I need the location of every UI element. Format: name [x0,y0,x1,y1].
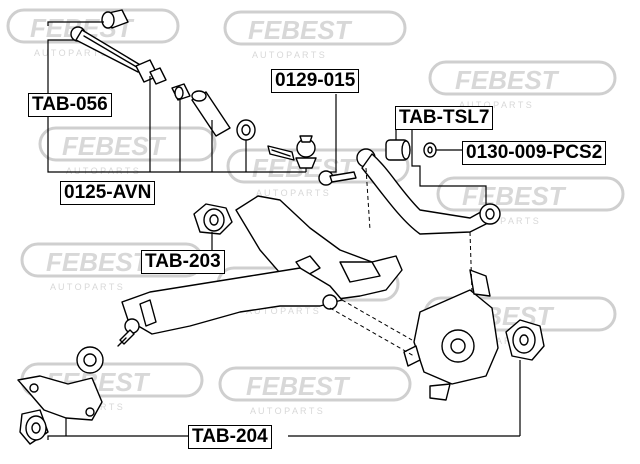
watermark: FEBEST A U T O P A R T S [218,366,412,416]
svg-text:FEBEST: FEBEST [246,371,351,401]
label-tab-203: TAB-203 [141,250,225,274]
bushing-204-right [505,319,545,361]
svg-text:A U T O P A R T S: A U T O P A R T S [466,216,539,226]
label-0130-009-pcs2: 0130-009-PCS2 [462,141,607,165]
svg-text:A U T O P A R T S: A U T O P A R T S [250,406,323,416]
watermark: FEBEST A U T O P A R T S [20,242,204,292]
ball-joint-stud [267,135,317,169]
svg-text:A U T O P A R T S: A U T O P A R T S [66,166,139,176]
sleeve-tube [191,90,231,137]
upper-control-arm [356,148,501,235]
label-tab-056: TAB-056 [28,93,112,117]
svg-text:FEBEST: FEBEST [248,15,353,45]
label-0129-015: 0129-015 [271,69,360,93]
gear-bushing [76,346,104,374]
svg-text:A U T O P A R T S: A U T O P A R T S [256,188,329,198]
steering-knuckle [403,269,499,401]
svg-text:A U T O P A R T S: A U T O P A R T S [34,48,107,58]
svg-text:A U T O P A R T S: A U T O P A R T S [459,100,532,110]
svg-text:A U T O P A R T S: A U T O P A R T S [50,282,123,292]
svg-text:FEBEST: FEBEST [62,131,167,161]
watermark: FEBEST A U T O P A R T S [223,10,407,60]
watermark: FEBEST A U T O P A R T S [38,126,217,176]
bushing-top [101,9,129,29]
bracket-204-left [17,375,103,421]
watermark: FEBEST A U T O P A R T S [6,8,180,58]
washer-pcs2 [423,142,437,158]
label-0125-avn: 0125-AVN [60,181,156,205]
label-tab-tsl7: TAB-TSL7 [395,106,494,130]
ring-bushing [236,119,256,141]
label-tab-204: TAB-204 [188,425,272,449]
bushing-204-left [19,409,49,445]
threaded-sleeve [135,59,167,85]
watermark: FEBEST A U T O P A R T S [428,60,617,110]
dashed-guides [329,167,473,357]
bolt-0129 [318,170,357,186]
ball-stud-lower [117,318,140,347]
lower-control-arm [121,267,343,335]
svg-text:FEBEST: FEBEST [455,65,560,95]
small-bushing [171,83,191,101]
svg-text:A U T O P A R T S: A U T O P A R T S [252,50,325,60]
svg-text:A U T O P A R T S: A U T O P A R T S [246,306,319,316]
svg-text:FEBEST: FEBEST [46,247,151,277]
bushing-tsl7 [385,139,411,161]
bushing-203 [193,203,233,235]
adjusting-rod [70,26,143,73]
